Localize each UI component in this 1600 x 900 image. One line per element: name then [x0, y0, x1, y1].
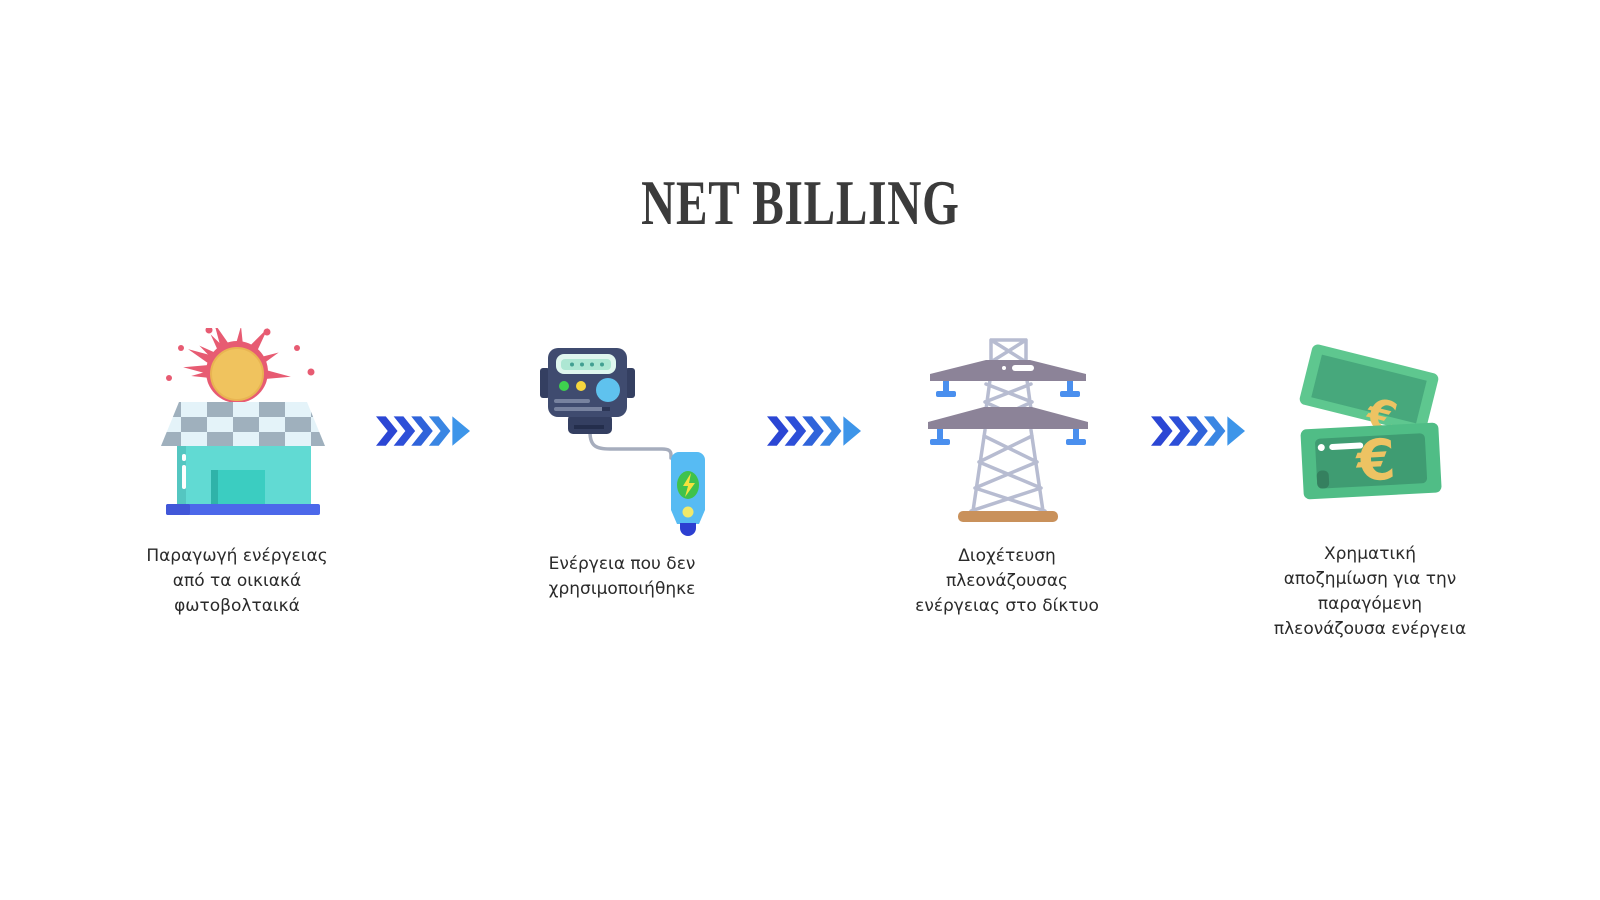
charger	[671, 452, 705, 536]
insulators-upper	[936, 381, 1080, 397]
chevron-arrow-icon	[376, 416, 470, 446]
solar-panel-roof	[161, 402, 325, 446]
tower-lattice	[969, 338, 1047, 513]
meter-wire	[588, 430, 673, 460]
insulators-lower	[930, 429, 1086, 445]
crossarm-lower	[928, 407, 1088, 429]
house-door	[211, 470, 265, 506]
step-caption-compensation: Χρηματική αποζημίωση για την παραγόμενη …	[1273, 544, 1467, 639]
step-caption-solar-production: Παραγωγή ενέργειας από τα οικιακά φωτοβο…	[146, 546, 328, 616]
lightning-bolt	[683, 473, 695, 497]
crossarm-upper	[930, 360, 1086, 381]
euro-symbol: €	[1353, 428, 1397, 495]
electric-meter-icon	[540, 348, 705, 536]
meter-body	[540, 348, 635, 434]
meter-dial	[596, 378, 620, 402]
chevron-arrow-icon	[1151, 416, 1245, 446]
transmission-tower-icon	[928, 338, 1088, 522]
banknote-front: €	[1300, 422, 1442, 500]
euro-banknotes-icon: € €	[1299, 344, 1442, 500]
yellow-led	[576, 381, 586, 391]
page-title: NET BILLING	[640, 168, 960, 238]
step-caption-grid-feed: Διοχέτευση πλεονάζουσας ενέργειας στο δί…	[915, 546, 1099, 616]
green-led	[559, 381, 569, 391]
tower-base	[958, 511, 1058, 522]
house-body	[166, 446, 320, 515]
solar-house-icon	[161, 328, 325, 515]
sun	[166, 328, 315, 403]
page-title-row: NET BILLING	[0, 172, 1600, 235]
banknote-back: €	[1299, 344, 1439, 443]
step-caption-unused-energy: Ενέργεια που δεν χρησιμοποιήθηκε	[548, 554, 696, 599]
chevron-arrow-icon	[767, 416, 861, 446]
